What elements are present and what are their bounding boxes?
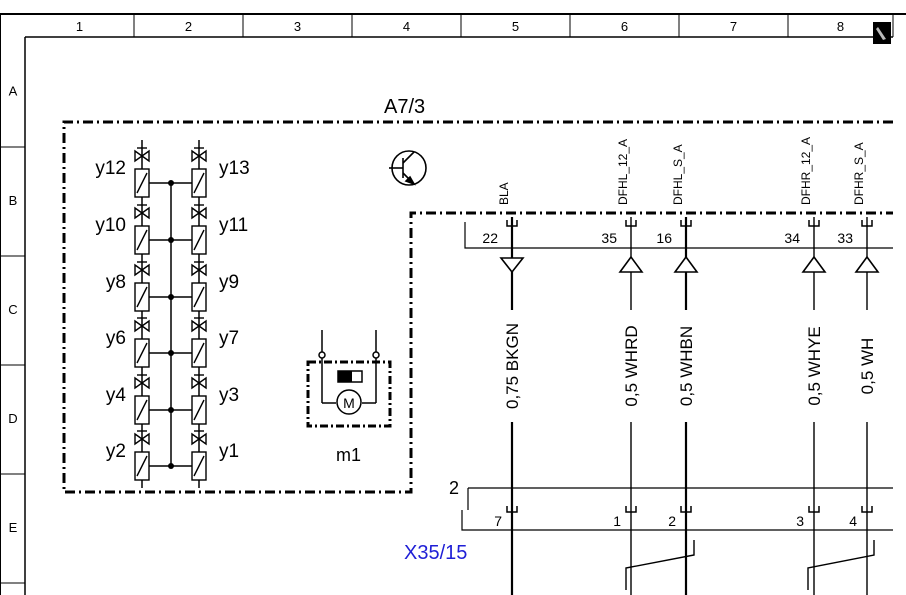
signal-line: DFHL_12_A 35 0,5 WHRD 1 <box>601 139 644 595</box>
valve-label-left: y8 <box>106 272 126 293</box>
valve-label-left: y10 <box>95 215 126 236</box>
row-label: A <box>9 83 18 98</box>
column-label: 8 <box>837 19 844 34</box>
signal-line: DFHR_12_A 34 0,5 WHYE 3 <box>784 137 827 595</box>
pin-top: 35 <box>601 230 617 246</box>
row-label: E <box>9 520 18 535</box>
signal-name: DFHR_12_A <box>799 137 813 205</box>
row-label: B <box>9 193 18 208</box>
valve-label-left: y6 <box>106 328 126 349</box>
valve-label-left: y4 <box>106 385 127 406</box>
pin-terminal-icon <box>861 220 873 227</box>
frame <box>0 13 906 595</box>
valve-label-right: y9 <box>219 272 239 293</box>
pin-terminal-icon <box>808 506 820 513</box>
pin-top: 16 <box>656 230 672 246</box>
module-border <box>62 120 893 494</box>
solenoid-valve-icon <box>191 261 207 312</box>
pin-bottom: 7 <box>494 513 502 529</box>
signal-name: DFHL_12_A <box>616 139 630 205</box>
arrow-up-icon <box>673 255 699 273</box>
motor-symbol: M <box>343 395 355 411</box>
arrow-up-icon <box>801 255 827 273</box>
pin-terminal-icon <box>506 506 518 513</box>
pin-top: 22 <box>482 230 498 246</box>
connector-label: X35/15 <box>404 542 467 564</box>
solenoid-valve-icon <box>134 374 150 425</box>
motor-label: m1 <box>336 445 361 465</box>
solenoid-valve-icon <box>134 430 150 481</box>
valve-label-left: y12 <box>95 158 126 179</box>
column-label: 7 <box>730 19 737 34</box>
column-label: 6 <box>621 19 628 34</box>
module-title: A7/3 <box>384 96 425 118</box>
solenoid-valve-icon <box>191 147 207 198</box>
column-label: 1 <box>76 19 83 34</box>
pin-terminal-icon <box>680 220 692 227</box>
column-label: 2 <box>185 19 192 34</box>
page-corner-icon <box>873 22 891 44</box>
wire-label: 0,5 WH <box>858 338 877 395</box>
pin-terminal-icon <box>625 220 637 227</box>
solenoid-valve-icon <box>191 430 207 481</box>
pin-bottom: 1 <box>613 513 621 529</box>
wire-label: 0,5 WHYE <box>805 326 824 405</box>
wire-label: 0,75 BKGN <box>503 323 522 409</box>
connector-number: 2 <box>449 478 459 498</box>
solenoid-valve-icon <box>134 317 150 368</box>
signal-line: DFHL_S_A 16 0,5 WHBN 2 <box>656 144 699 595</box>
column-label: 4 <box>403 19 410 34</box>
valve-label-right: y13 <box>219 158 250 179</box>
pin-bottom: 2 <box>668 513 676 529</box>
pin-top: 33 <box>837 230 853 246</box>
arrow-up-icon <box>618 255 644 273</box>
valve-label-right: y1 <box>219 441 239 462</box>
transistor-icon <box>389 150 427 186</box>
arrow-up-icon <box>854 255 880 273</box>
arrow-down-icon <box>499 257 525 274</box>
pin-top: 34 <box>784 230 800 246</box>
pin-terminal-icon <box>680 506 692 513</box>
solenoid-valve-icon <box>191 204 207 255</box>
solenoid-valve-icon <box>191 374 207 425</box>
pin-terminal-icon <box>506 220 518 227</box>
solenoid-valve-icon <box>134 261 150 312</box>
valve-label-right: y3 <box>219 385 239 406</box>
row-label: C <box>8 302 17 317</box>
row-label: D <box>8 411 17 426</box>
signal-name: BLA <box>497 182 511 205</box>
pin-terminal-icon <box>808 220 820 227</box>
column-label: 5 <box>512 19 519 34</box>
valve-label-right: y7 <box>219 328 239 349</box>
pin-bottom: 4 <box>849 513 857 529</box>
signal-name: DFHL_S_A <box>671 144 685 205</box>
signal-name: DFHR_S_A <box>852 142 866 205</box>
signal-line: BLA 22 0,75 BKGN 7 <box>482 182 525 595</box>
wire-label: 0,5 WHBN <box>677 326 696 406</box>
pin-terminal-icon <box>861 506 873 513</box>
valve-label-right: y11 <box>219 215 248 236</box>
valve-label-left: y2 <box>106 441 126 462</box>
solenoid-valve-icon <box>191 317 207 368</box>
solenoid-valve-icon <box>134 204 150 255</box>
upper-connector <box>464 222 893 249</box>
valve-array: y12 y13 y10 y11 y8 y9 y6 y7 y4 y3 y2 y1 <box>95 140 250 488</box>
solenoid-valve-icon <box>134 147 150 198</box>
shield-strokes <box>625 540 875 590</box>
column-labels: 1 2 3 4 5 6 7 8 <box>76 14 894 37</box>
row-labels: A B C D E <box>0 83 25 584</box>
wire-label: 0,5 WHRD <box>622 325 641 406</box>
lower-connector <box>461 487 893 531</box>
pin-terminal-icon <box>625 506 637 513</box>
motor-icon: M <box>306 330 392 428</box>
signal-line: DFHR_S_A 33 0,5 WH 4 <box>837 142 880 595</box>
column-label: 3 <box>294 19 301 34</box>
pin-bottom: 3 <box>796 513 804 529</box>
